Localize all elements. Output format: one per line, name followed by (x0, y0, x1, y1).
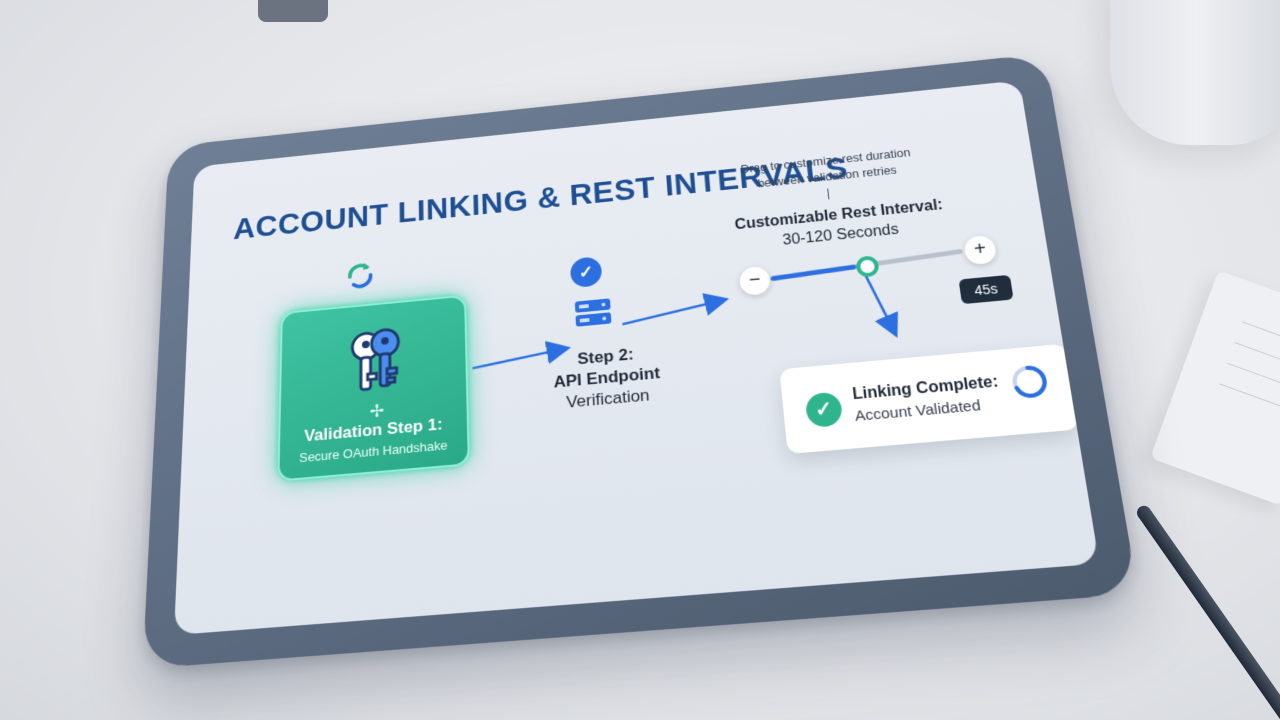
tablet-screen: ACCOUNT LINKING & REST INTERVALS (174, 80, 1099, 635)
tablet: ACCOUNT LINKING & REST INTERVALS (143, 53, 1139, 668)
keys-icon (339, 320, 417, 402)
check-circle-icon: ✓ (804, 391, 844, 429)
sparkle-icon: ✢ (369, 400, 385, 422)
progress-ring-icon (1007, 361, 1053, 402)
desk-device (258, 0, 328, 22)
refresh-icon (343, 258, 377, 293)
step-2-label: Step 2: API Endpoint Verification (551, 342, 664, 415)
coffee-mug (1110, 0, 1280, 145)
interval-value: 45s (958, 274, 1014, 305)
validation-step-1-card[interactable]: ✢ Validation Step 1: Secure OAuth Handsh… (277, 294, 470, 482)
server-icon (574, 298, 612, 327)
